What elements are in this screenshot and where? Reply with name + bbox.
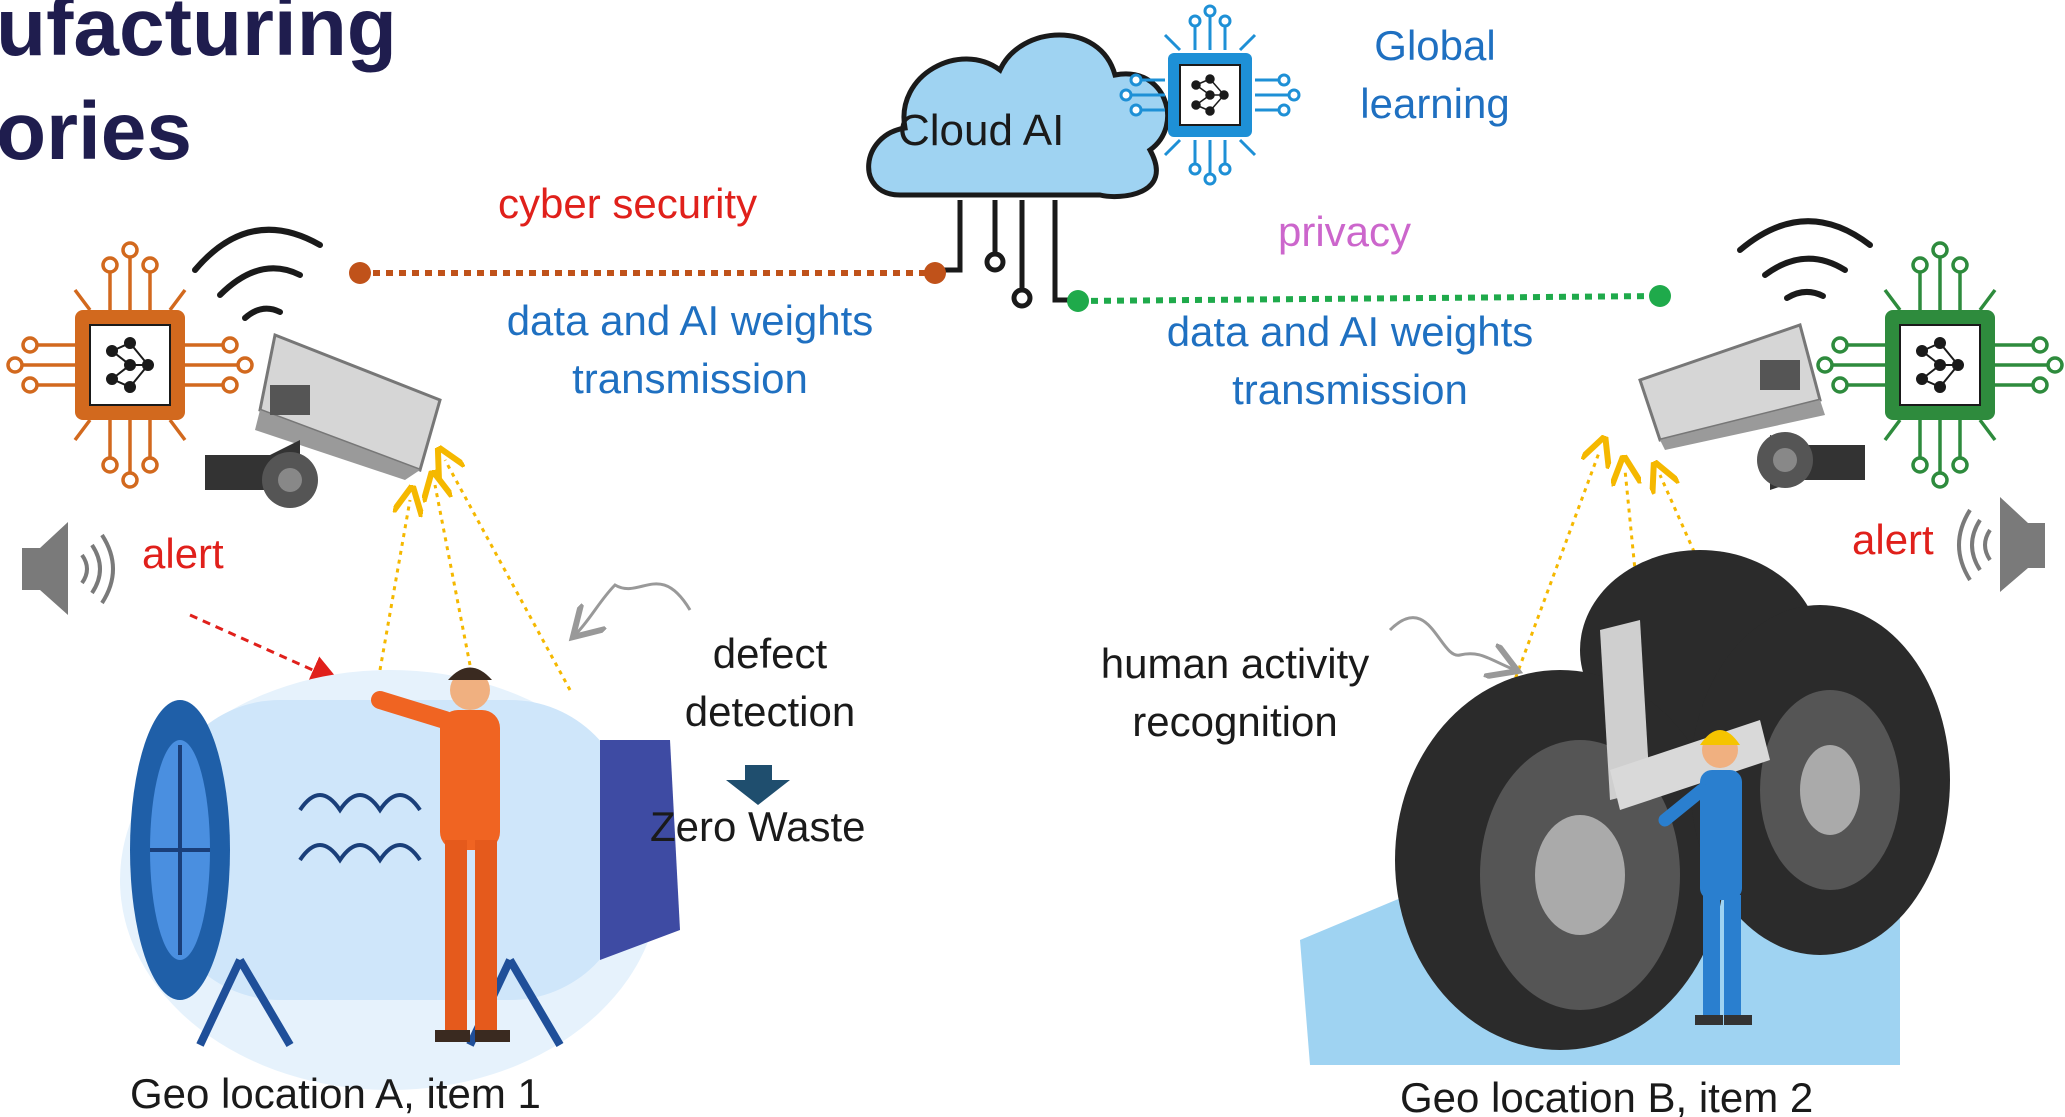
- security-camera-icon: [1638, 323, 1865, 490]
- neural-chip-icon: [6, 241, 254, 489]
- sensing-arrows: [378, 460, 572, 691]
- human-activity-line-2: recognition: [1132, 698, 1338, 745]
- page-title-line-2: ories: [0, 86, 192, 177]
- pointer-arrow: [1388, 616, 1515, 670]
- neural-chip-icon: [1119, 4, 1301, 186]
- site-b-caption: Geo location B, item 2: [1400, 1074, 1814, 1117]
- global-learning-line-2: learning: [1360, 80, 1510, 127]
- privacy-label: privacy: [1278, 208, 1412, 255]
- alert-arrow: [189, 613, 341, 684]
- speaker-icon: [22, 522, 115, 615]
- cloud-icon: [866, 32, 1170, 309]
- right-transmission-line-1: data and AI weights: [1166, 308, 1534, 355]
- left-transmission-line-1: data and AI weights: [506, 297, 874, 344]
- left-transmission-line-2: transmission: [572, 355, 808, 402]
- right-transmission-line-2: transmission: [1232, 366, 1468, 413]
- alert-label-site-b: alert: [1852, 516, 1934, 563]
- down-arrow-icon: [726, 765, 790, 805]
- global-learning-line-1: Global: [1374, 22, 1496, 69]
- engine-scene-illustration: [120, 667, 680, 1090]
- defect-detection-line-2: detection: [684, 688, 856, 735]
- pointer-arrow: [575, 582, 692, 635]
- cloud-ai-label: Cloud AI: [898, 106, 1065, 155]
- site-a-caption: Geo location A, item 1: [130, 1070, 541, 1117]
- zero-waste-label: Zero Waste: [650, 803, 866, 850]
- defect-detection-line-1: defect: [712, 630, 828, 677]
- landing-gear-scene-illustration: [1300, 550, 1950, 1065]
- left-link: [349, 262, 946, 284]
- right-link: [1067, 285, 1671, 312]
- alert-label-site-a: alert: [142, 530, 224, 577]
- neural-chip-icon: [1816, 241, 2064, 489]
- cyber-security-label: cyber security: [498, 180, 758, 227]
- human-activity-line-1: human activity: [1100, 640, 1370, 687]
- speaker-icon: [1957, 497, 2045, 592]
- security-camera-icon: [205, 332, 442, 508]
- wifi-icon: [192, 226, 323, 321]
- wifi-icon: [1737, 218, 1873, 301]
- page-title-line-1: ufacturing: [0, 0, 397, 73]
